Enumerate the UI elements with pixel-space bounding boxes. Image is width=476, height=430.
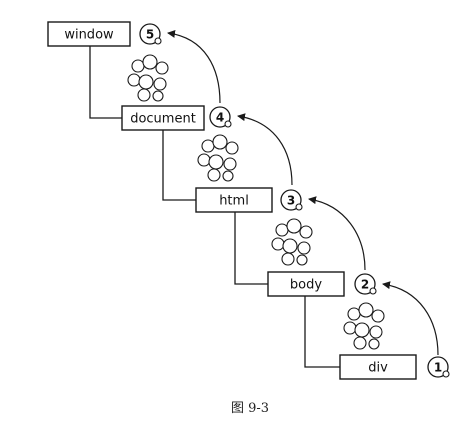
node-box: [267, 271, 345, 297]
step-2: 2: [354, 273, 377, 295]
step-circle-tail: [369, 287, 377, 295]
node-label: html: [219, 194, 249, 209]
step-circle-tail: [442, 370, 450, 378]
step-circle-tail: [295, 203, 303, 211]
step-1: 1: [427, 356, 450, 378]
node-label: window: [64, 28, 114, 43]
step-circle: [139, 23, 161, 45]
connector-document-html: [162, 130, 198, 201]
step-circle: [354, 273, 376, 295]
step-number: 3: [287, 194, 295, 208]
node-body: body: [267, 271, 345, 297]
figure-caption: 图 9-3: [231, 401, 269, 416]
node-box: [47, 21, 131, 47]
arrow-1-to-2: [382, 281, 439, 356]
node-box: [339, 354, 417, 380]
node-window: window: [47, 21, 131, 47]
tree-connectors: [89, 45, 342, 368]
arrow-4-to-5: [167, 29, 221, 104]
step-number: 5: [146, 28, 154, 42]
arrow-2-to-3: [308, 196, 366, 271]
node-document: document: [121, 105, 205, 131]
step-4: 4: [209, 106, 232, 128]
node-label: body: [290, 278, 322, 293]
step-circle: [209, 106, 231, 128]
molecule-cluster-icon: [197, 134, 239, 182]
connector-html-body: [234, 212, 270, 285]
molecule-cluster-icon: [343, 302, 385, 350]
step-number: 4: [216, 111, 224, 125]
node-label: document: [130, 112, 196, 127]
step-circle: [427, 356, 449, 378]
connector-body-div: [304, 296, 342, 368]
step-circle-tail: [224, 120, 232, 128]
step-number: 1: [434, 361, 442, 375]
step-3: 3: [280, 189, 303, 211]
arrow-3-to-4: [237, 113, 293, 186]
step-circle-tail: [154, 37, 162, 45]
molecule-cluster-icon: [271, 218, 313, 266]
connector-window-document: [89, 45, 125, 119]
node-box: [195, 187, 273, 213]
node-label: div: [368, 361, 388, 376]
node-div: div: [339, 354, 417, 380]
node-box: [121, 105, 205, 131]
molecule-cluster-icon: [127, 54, 169, 102]
bubbling-arrows: [167, 29, 439, 356]
molecule-clusters: [127, 54, 385, 350]
step-5: 5: [139, 23, 162, 45]
step-circle: [280, 189, 302, 211]
step-number: 2: [361, 278, 369, 292]
node-html: html: [195, 187, 273, 213]
